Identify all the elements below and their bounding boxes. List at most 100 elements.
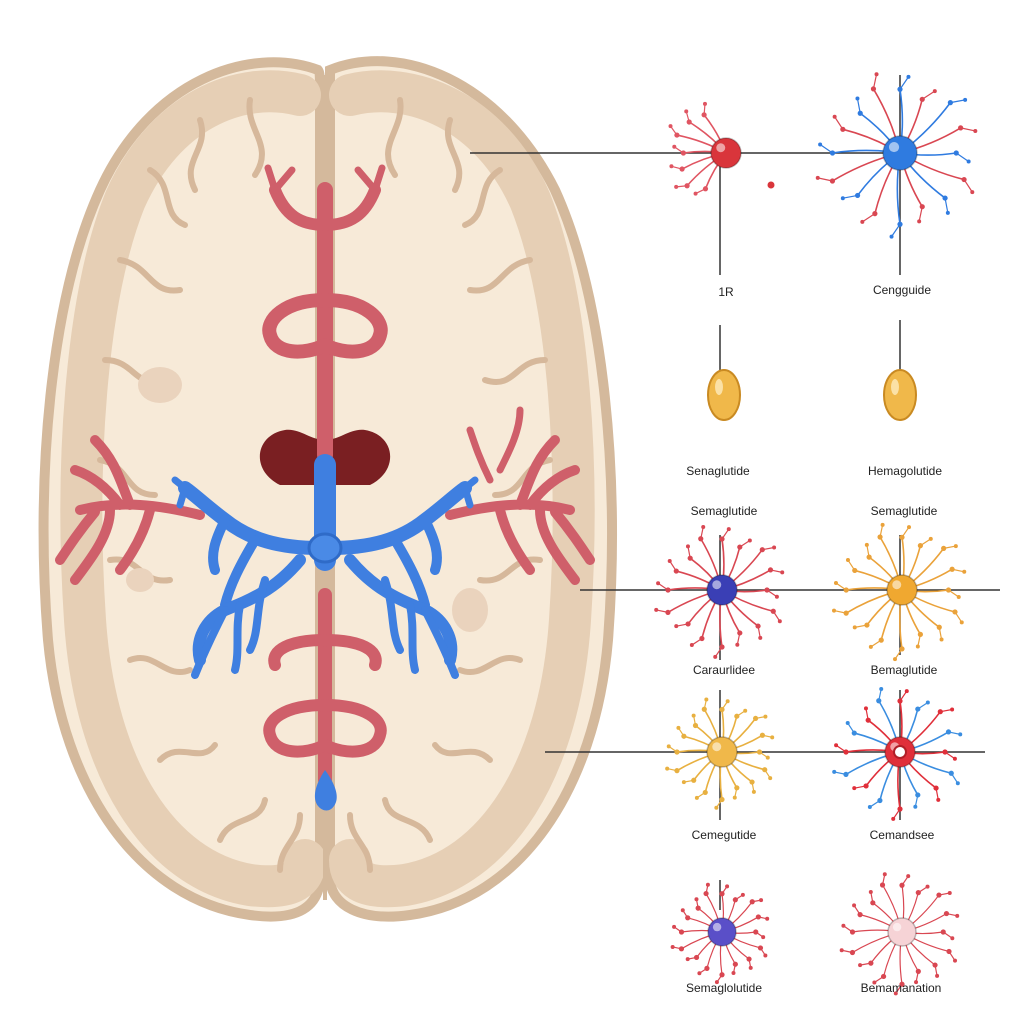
left-cortex-band [60, 70, 326, 908]
dendrite-tip [947, 100, 953, 106]
dendrite-tip [693, 191, 698, 196]
label-r4c2: Cemandsee [869, 828, 935, 842]
dendrite-tip [845, 558, 850, 563]
dendrite-tip [936, 624, 942, 630]
dendrite-tip [755, 623, 761, 629]
dendrite-tip [915, 890, 921, 896]
dendrite-tip [892, 657, 897, 662]
dendrite-tip [840, 126, 846, 132]
label-r2c2b: Semaglutide [870, 504, 938, 518]
dendrite-tip [699, 635, 705, 642]
cell-body [886, 574, 918, 606]
dendrite-tip [880, 973, 887, 980]
dendrite-tip [950, 936, 955, 941]
label-r1c2: Cengguide [872, 283, 932, 297]
dendrite-tip [941, 545, 947, 551]
dendrite-tip [906, 874, 911, 879]
dendrite-tip [897, 86, 903, 92]
label-r5c1: Semaglolutide [685, 981, 763, 995]
dendrite-tip [863, 783, 869, 789]
gyri-folds [97, 97, 553, 873]
dendrite-tip [680, 908, 685, 913]
cell-r4c1 [665, 697, 775, 810]
dendrite-tip [701, 112, 707, 118]
cell-highlight [891, 379, 899, 395]
dendrite-tip [705, 882, 710, 887]
dendrite-tip [937, 709, 943, 715]
dendrite-tip [815, 175, 820, 180]
dendrite-tip [897, 698, 903, 704]
dendrite-tip [684, 109, 689, 114]
dendrite-tip [891, 816, 896, 821]
dendrite-tip [656, 581, 661, 586]
dendrite-tip [691, 777, 697, 783]
dendrite-tip [942, 749, 948, 755]
dendrite-tip [899, 882, 905, 888]
dendrite-tip [882, 872, 887, 877]
dendrite-tip [680, 150, 686, 156]
dendrite-tip [925, 700, 930, 705]
dendrite-tip [678, 946, 685, 952]
dendrite-tip [701, 524, 706, 529]
dendrite-tip [899, 981, 905, 987]
dendrite-tip [686, 119, 692, 125]
dendrite-tip [765, 916, 770, 921]
dendrite-tip [855, 96, 860, 101]
cell-highlight [716, 143, 726, 153]
dendrite-tip [832, 769, 837, 774]
dendrite-tip [704, 697, 709, 702]
cell-nucleus [893, 745, 907, 759]
dendrite-tip [685, 544, 690, 549]
dendrite-tip [685, 915, 691, 921]
dendrite-tip [731, 971, 736, 976]
cell-body [707, 369, 741, 421]
dendrite-tip [684, 183, 690, 189]
dendrite-tip [962, 569, 967, 574]
dendrite-tip [725, 884, 730, 889]
label-r4c1: Cemegutide [691, 828, 757, 842]
dendrite-tip [755, 914, 761, 920]
dendrite-tip [687, 555, 693, 561]
cell-highlight [712, 742, 722, 752]
dendrite-tip [897, 806, 903, 812]
dendrite-tip [665, 609, 671, 615]
dendrite-tip [939, 637, 944, 642]
dendrite-tip [732, 961, 738, 967]
dendrite-tip [674, 184, 679, 189]
label-r5c2: Bemamanation [860, 981, 942, 995]
dendrite-tip [757, 945, 764, 951]
dendrite-tip [913, 804, 918, 809]
dendrite-tip [764, 587, 770, 593]
dendrite-tip [841, 923, 846, 928]
dendrite-tip [854, 192, 861, 199]
dendrite-tip [777, 619, 782, 624]
dendrite-tip [691, 713, 696, 718]
dendrite-tip [851, 730, 857, 736]
dendrite-tip [672, 144, 677, 149]
cell-body [710, 137, 742, 169]
dendrite-tip [689, 643, 694, 648]
dendrite-tip [958, 732, 963, 737]
dendrite-tip [936, 892, 942, 898]
dendrite-tip [940, 929, 946, 935]
dendrite-tip [772, 545, 777, 550]
dendrite-tip [876, 698, 882, 704]
dendrite-tip [756, 749, 763, 755]
dendrite-tip [932, 962, 938, 968]
dendrite-tip [953, 544, 958, 549]
dendrite-tip [840, 196, 845, 201]
dendrite-tip [956, 595, 961, 600]
dendrite-tip [917, 543, 923, 549]
dendrite-tip [676, 725, 681, 730]
cell-r2c2 [883, 369, 917, 421]
dendrite-tip [852, 567, 858, 574]
dendrite-tip [767, 567, 774, 573]
dendrite-tip [932, 89, 937, 94]
dendrite-tip [667, 559, 672, 564]
dendrite-tip [925, 884, 930, 889]
cell-r5c2 [839, 872, 960, 996]
dendrite-tip [950, 707, 955, 712]
dendrite-tip [693, 954, 700, 961]
dendrite-tip [698, 536, 704, 542]
dendrite-tip [857, 110, 863, 116]
